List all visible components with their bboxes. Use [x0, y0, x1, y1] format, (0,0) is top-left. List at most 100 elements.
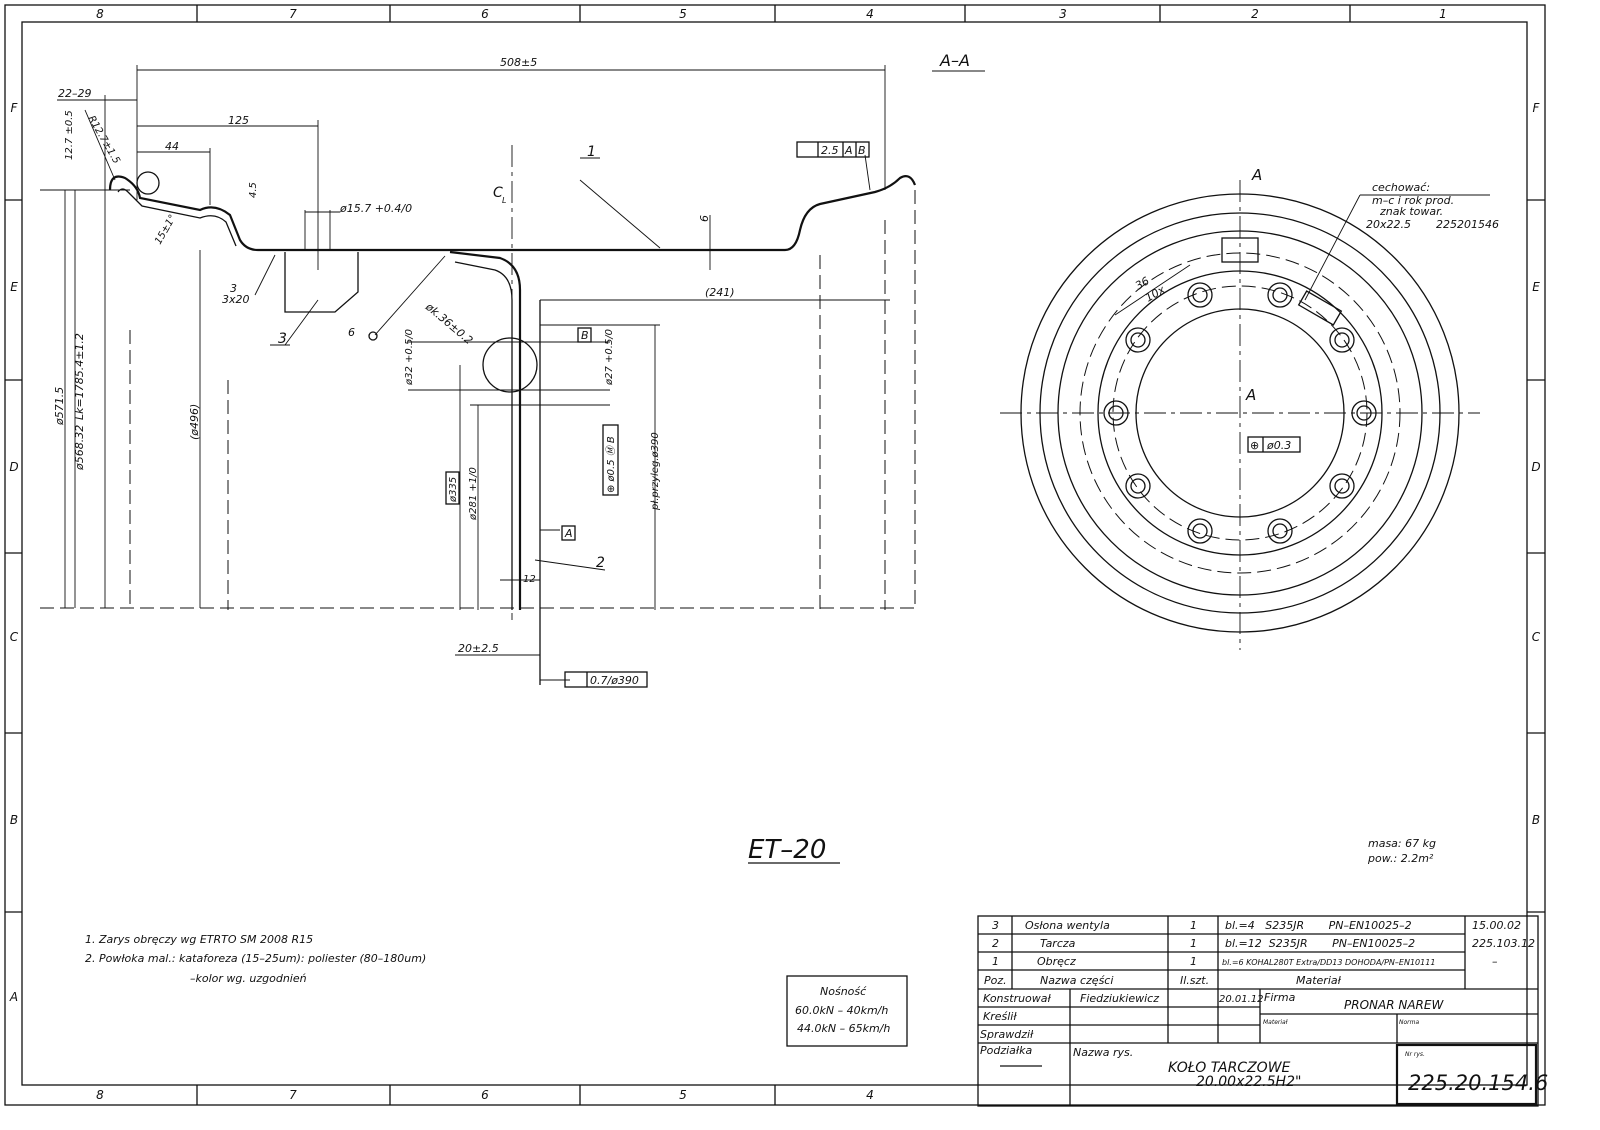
- column-label: 8: [96, 7, 104, 21]
- row-label: D: [9, 460, 18, 474]
- dim-32: ø32 +0.5/0: [404, 329, 415, 386]
- part-ref: 225.103.12: [1472, 937, 1535, 950]
- part-pos: 2: [992, 937, 999, 950]
- drawing-name-label: Nazwa rys.: [1073, 1046, 1133, 1059]
- load-line: 60.0kN – 40km/h: [795, 1004, 888, 1017]
- note-2: 2. Powłoka mal.: kataforeza (15–25um): p…: [85, 952, 426, 965]
- header-pos: Poz.: [984, 974, 1007, 987]
- dim-12-7: 12.7 ±0.5: [64, 110, 75, 160]
- designer: Fiedziukiewicz: [1080, 992, 1159, 1005]
- row-label: F: [11, 101, 19, 115]
- part-material: bl.=4 S235JR PN–EN10025–2: [1225, 919, 1412, 932]
- drawing-size: 20.00x22.5H2": [1196, 1074, 1301, 1090]
- part-ref: 15.00.02: [1472, 919, 1521, 932]
- load-line: 44.0kN – 65km/h: [797, 1022, 890, 1035]
- company-name: PRONAR NAREW: [1344, 998, 1444, 1012]
- drawing-frame: 8 7 6 5 4 3 2 1 8 7 6 5 4 F E D C B A F …: [4, 4, 1546, 1106]
- dim-overall-width: 508±5: [500, 56, 537, 69]
- column-label: 6: [481, 1088, 489, 1102]
- disc-profile: [449, 250, 522, 610]
- row-label: E: [1532, 280, 1540, 294]
- note-2b: –kolor wg. uzgodnień: [190, 972, 307, 985]
- dim-r12-7: R12.7±1.5: [85, 114, 121, 166]
- dim-20: 20±2.5: [458, 642, 499, 655]
- dim-22-29: 22–29: [58, 87, 92, 100]
- row-label: E: [10, 280, 18, 294]
- angle-36: 36: [1133, 274, 1152, 292]
- datum-b: B: [858, 144, 866, 157]
- drawing-number: 225.20.154.6: [1408, 1071, 1548, 1095]
- header-material: Materiał: [1296, 974, 1342, 987]
- centerline-label: C: [493, 185, 503, 201]
- column-label: 6: [481, 7, 489, 21]
- part-qty: 1: [1190, 919, 1197, 932]
- dim-568: ø568.32: [73, 425, 86, 471]
- company-label: Firma: [1264, 991, 1296, 1004]
- row-label: C: [10, 630, 19, 644]
- part-material: bl.=12 S235JR PN–EN10025–2: [1225, 937, 1415, 950]
- flatness-tolerance: 0.7/ø390: [590, 674, 639, 687]
- dim-hole-15: ø15.7 +0.4/0: [339, 202, 412, 215]
- position-tolerance-front: ø0.3: [1266, 439, 1291, 452]
- stamp-code: 225201546: [1436, 218, 1499, 231]
- part-name: Tarcza: [1040, 937, 1076, 950]
- stamp-title: cechować:: [1372, 181, 1430, 194]
- part-label-1: 1: [587, 144, 596, 160]
- row-label: A: [9, 990, 18, 1004]
- column-label: 2: [1251, 7, 1259, 21]
- column-label: 7: [289, 7, 297, 21]
- load-title: Nośność: [820, 985, 867, 998]
- position-symbol: ⊕: [1250, 439, 1259, 452]
- dim-4-5: 4.5: [248, 182, 259, 198]
- dim-125: 125: [228, 114, 249, 127]
- dim-6: 6: [698, 215, 711, 222]
- dim-27: ø27 +0.5/0: [604, 329, 615, 386]
- column-label: 5: [679, 7, 687, 21]
- part-material: bl.=6 KOHAL280T Extra/DD13 DOHODA/PN–EN1…: [1222, 958, 1435, 967]
- drawn-label: Kreślił: [983, 1010, 1017, 1023]
- dim-335: ø335: [448, 477, 459, 503]
- material-label: Materiał: [1263, 1019, 1288, 1026]
- checked-label: Sprawdził: [980, 1028, 1034, 1041]
- section-mark-a-top: A: [1251, 166, 1262, 184]
- header-qty: Il.szt.: [1180, 974, 1209, 987]
- header-name: Nazwa części: [1040, 974, 1113, 987]
- column-label: 5: [679, 1088, 687, 1102]
- runout-tolerance: 2.5: [821, 144, 839, 157]
- part-name: Obręcz: [1037, 955, 1076, 968]
- row-label: B: [1532, 813, 1540, 827]
- section-label: A–A: [939, 51, 970, 70]
- datum-b-label: B: [581, 329, 589, 342]
- date: 20.01.12: [1219, 994, 1264, 1005]
- dim-12: 12: [523, 574, 536, 585]
- dim-496: (ø496): [188, 404, 201, 440]
- scale-label: Podziałka: [980, 1044, 1032, 1057]
- part-label-3: 3: [278, 331, 287, 347]
- dim-44: 44: [165, 140, 179, 153]
- part-pos: 1: [992, 955, 999, 968]
- column-label: 3: [1059, 7, 1067, 21]
- section-mark-a-center: A: [1245, 386, 1256, 404]
- row-label: B: [10, 813, 18, 827]
- part-label-2: 2: [596, 555, 605, 571]
- section-view: A–A: [40, 51, 985, 688]
- column-label: 4: [866, 7, 874, 21]
- dim-571: ø571.5: [53, 387, 66, 426]
- dim-angle: 15±1°: [153, 213, 179, 247]
- rim-profile: [108, 175, 917, 252]
- mass: masa: 67 kg: [1368, 837, 1436, 850]
- part-ref: –: [1492, 955, 1498, 968]
- part-qty: 1: [1190, 937, 1197, 950]
- stamp-size: 20x22.5: [1366, 218, 1411, 231]
- row-label: C: [1532, 630, 1541, 644]
- dim-241: (241): [705, 286, 735, 299]
- datum-a-label: A: [564, 527, 573, 540]
- row-label: D: [1531, 460, 1540, 474]
- datum-a: A: [844, 144, 853, 157]
- load-capacity-box: Nośność 60.0kN – 40km/h 44.0kN – 65km/h: [786, 975, 908, 1047]
- weld-3: 3: [230, 282, 237, 295]
- bolt-holes: [1103, 282, 1377, 544]
- mating-plane: pł.przyleg.ø390: [650, 432, 661, 511]
- notes: 1. Zarys obręczy wg ETRTO SM 2008 R15 2.…: [85, 933, 426, 985]
